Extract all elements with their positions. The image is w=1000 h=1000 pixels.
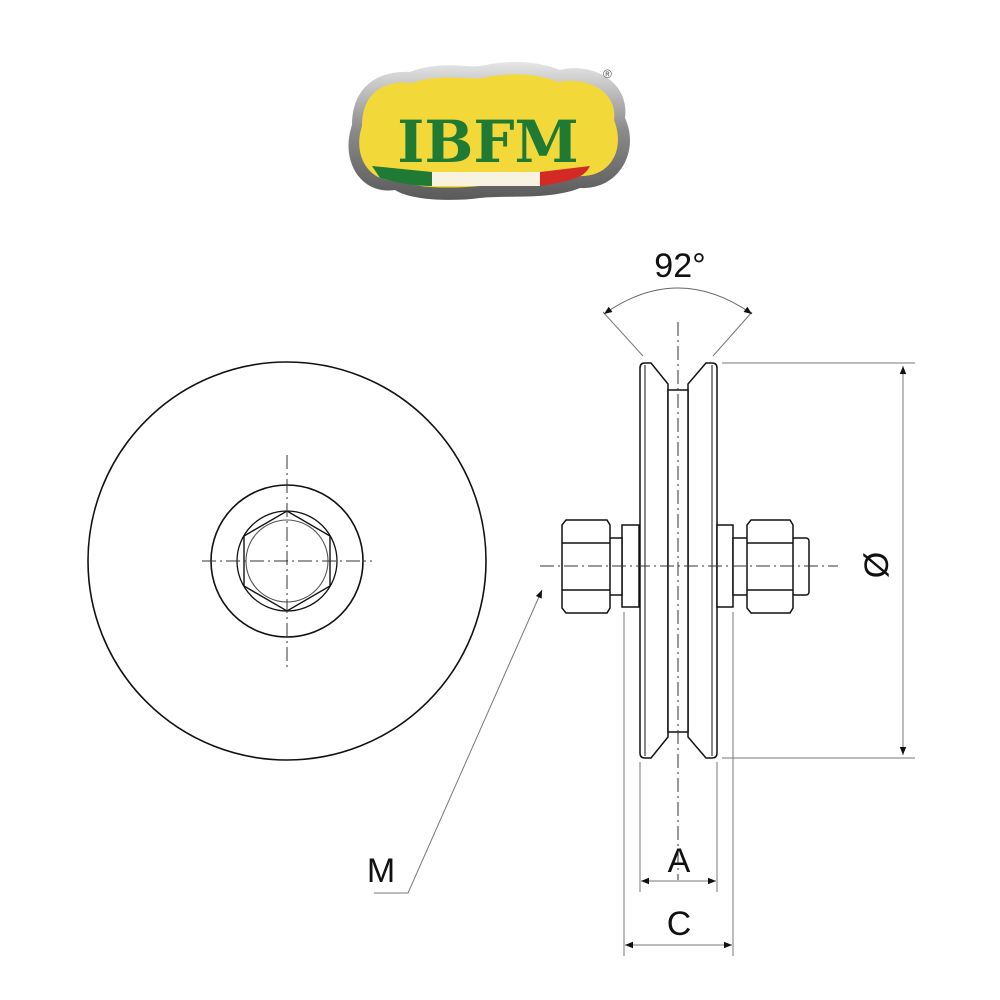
angle-arc bbox=[603, 287, 753, 315]
front-centerlines bbox=[202, 455, 372, 667]
a-label: A bbox=[668, 842, 691, 880]
wheel-outer-circle bbox=[87, 361, 487, 761]
left-flange bbox=[639, 362, 669, 759]
m-leader bbox=[374, 589, 543, 894]
right-flange bbox=[687, 362, 718, 759]
logo-text: IBFM bbox=[397, 108, 579, 176]
groove bbox=[667, 389, 689, 733]
ibfm-logo: IBFM ® bbox=[348, 62, 630, 200]
c-label: C bbox=[667, 905, 692, 943]
angle-label: 92° bbox=[654, 247, 705, 285]
m-label: M bbox=[367, 852, 395, 890]
front-view bbox=[87, 361, 487, 761]
dimensions bbox=[374, 287, 915, 956]
side-centerlines bbox=[540, 322, 838, 880]
diameter-label: Ø bbox=[858, 552, 896, 578]
side-view bbox=[540, 322, 838, 880]
registered-mark: ® bbox=[603, 67, 612, 81]
